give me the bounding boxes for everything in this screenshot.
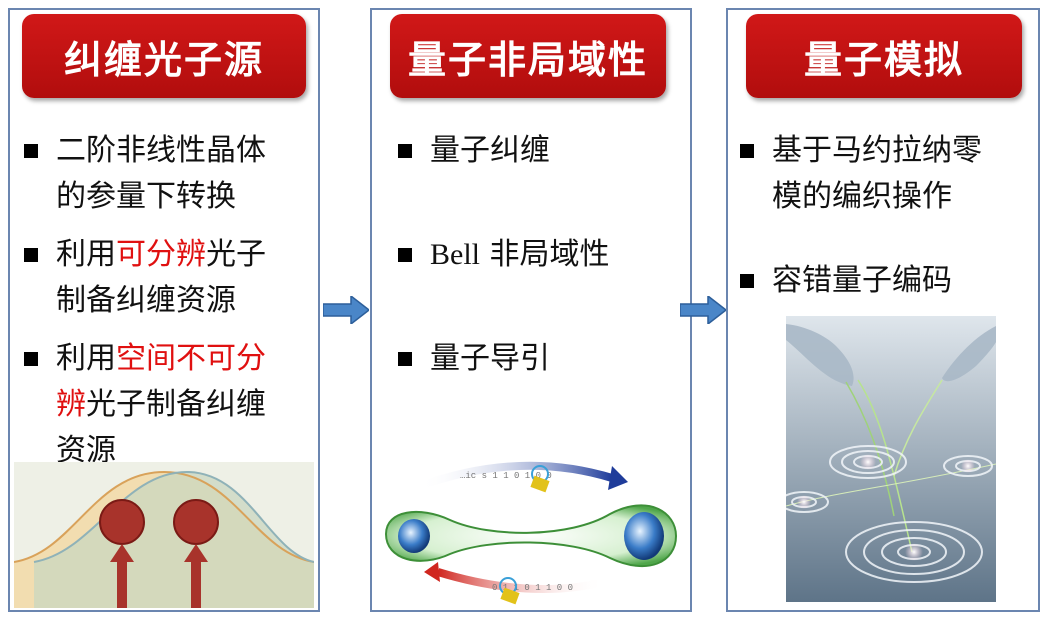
panel-quantum-nonlocality: 量子非局域性 量子纠缠 Bell 非局域性 量子导引 [370, 8, 692, 612]
right-arrow-icon [680, 296, 726, 324]
highlight-text: 辨 [56, 387, 86, 422]
bullet-square-icon [24, 352, 38, 366]
bullet-text: 二阶非线性晶体 [56, 133, 266, 168]
majorana-braiding-illustration [786, 316, 996, 602]
bullet-square-icon [398, 144, 412, 158]
highlight-text: 可分辨 [116, 237, 206, 272]
list-item: 量子纠缠 [398, 128, 550, 174]
bullet-square-icon [740, 274, 754, 288]
list-item: 利用可分辨光子 制备纠缠资源 [24, 232, 266, 324]
highlight-text: 空间不可分 [116, 341, 266, 376]
list-item: 基于马约拉纳零 模的编织操作 [740, 128, 982, 220]
bullet-text: 模的编织操作 [772, 179, 952, 214]
panel-title: 纠缠光子源 [22, 14, 306, 98]
bullet-text: 非局域性 [489, 237, 610, 272]
list-item: 量子导引 [398, 336, 550, 382]
photon-cone-illustration [14, 462, 314, 608]
bullet-text: 制备纠缠资源 [56, 283, 236, 318]
bullet-text: 量子纠缠 [430, 133, 550, 168]
panel-entangled-photon-source: 纠缠光子源 二阶非线性晶体 的参量下转换 利用可分辨光子 制备纠缠资源 利用空间… [8, 8, 320, 612]
bullet-text: 容错量子编码 [772, 263, 952, 298]
bullet-text: 利用 [56, 341, 116, 376]
bullet-square-icon [24, 248, 38, 262]
bullet-text: 量子导引 [430, 341, 550, 376]
bit-stream-top: …ic s 1 1 0 1 0 0 [460, 471, 552, 481]
bullet-text: 光子制备纠缠 [86, 387, 266, 422]
list-item: 二阶非线性晶体 的参量下转换 [24, 128, 266, 220]
bullet-text: 的参量下转换 [56, 179, 236, 214]
right-arrow-icon [323, 296, 369, 324]
bullet-square-icon [24, 144, 38, 158]
list-item: Bell 非局域性 [398, 232, 610, 278]
panel-title: 量子非局域性 [390, 14, 666, 98]
bell-nonlocality-illustration: …ic s 1 1 0 1 0 0 0 1 1 0 1 1 0 0 [384, 461, 678, 605]
bit-stream-bottom: 0 1 1 0 1 1 0 0 [492, 583, 573, 593]
bullet-text: 基于马约拉纳零 [772, 133, 982, 168]
bullet-text: Bell [430, 238, 480, 271]
bullet-text: 利用 [56, 237, 116, 272]
panel-quantum-simulation: 量子模拟 基于马约拉纳零 模的编织操作 容错量子编码 [726, 8, 1040, 612]
list-item: 利用空间不可分 辨光子制备纠缠 资源 [24, 336, 266, 474]
bullet-square-icon [398, 248, 412, 262]
bullet-square-icon [740, 144, 754, 158]
panel-title: 量子模拟 [746, 14, 1022, 98]
bullet-text: 光子 [206, 237, 266, 272]
bullet-square-icon [398, 352, 412, 366]
list-item: 容错量子编码 [740, 258, 952, 304]
